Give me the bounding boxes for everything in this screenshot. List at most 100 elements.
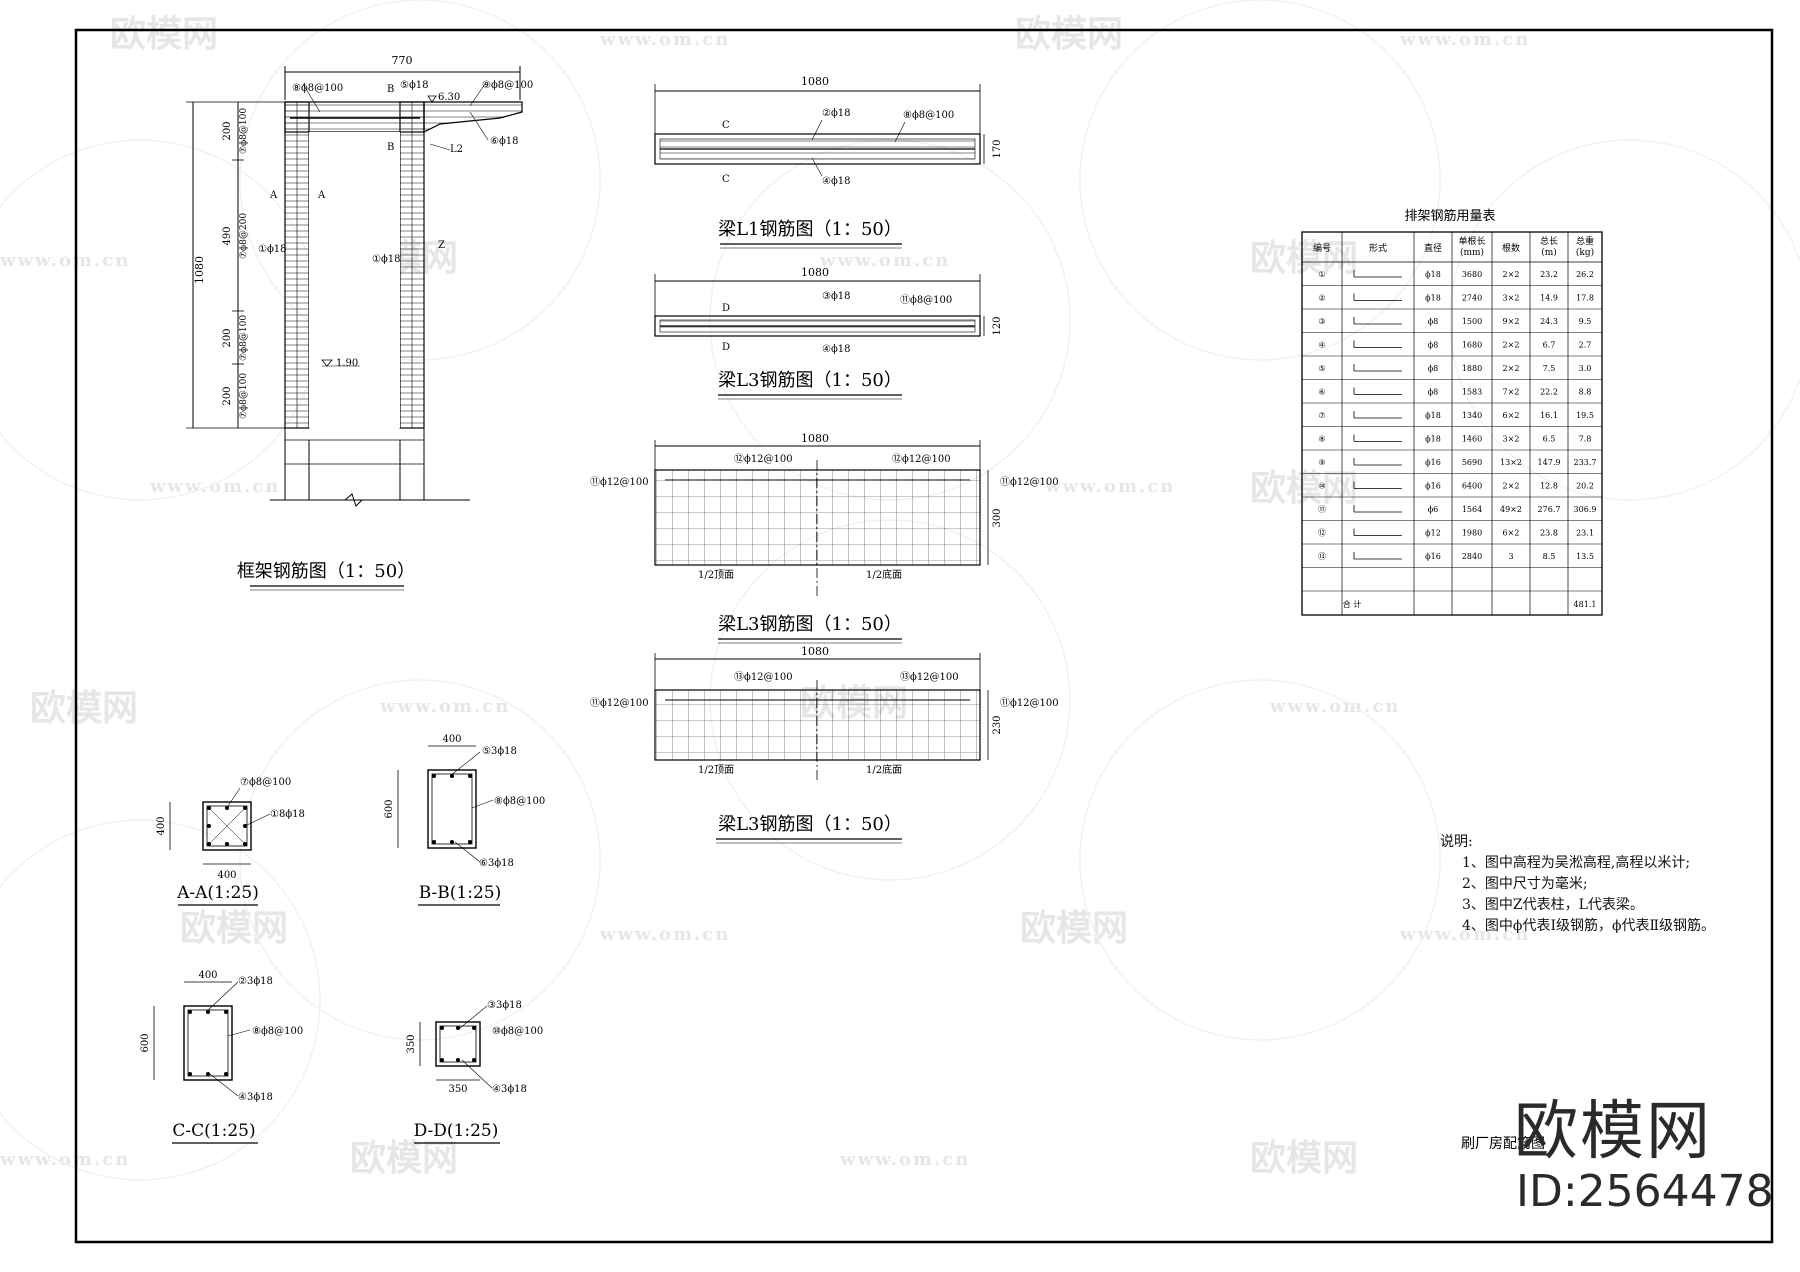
beam-l3b-label: ⑪ϕ12@100 xyxy=(1000,476,1059,488)
table-cell: 17.8 xyxy=(1576,294,1594,303)
section-label: ④3ϕ18 xyxy=(492,1084,527,1095)
table-cell: 5690 xyxy=(1462,458,1482,467)
section-dim: 600 xyxy=(140,1033,151,1052)
table-cell: 1460 xyxy=(1462,435,1482,444)
table-cell: 23.2 xyxy=(1540,270,1558,279)
table-cell: 2840 xyxy=(1462,552,1482,561)
table-cell: 3×2 xyxy=(1503,294,1520,303)
watermark-url: www.om.cn xyxy=(0,250,130,271)
table-cell: ⑪ xyxy=(1318,505,1326,514)
frame-seg-rebar: ⑦ϕ8@100 xyxy=(239,315,249,361)
table-cell: 3×2 xyxy=(1503,435,1520,444)
watermark-url: www.om.cn xyxy=(839,1149,970,1170)
section-c-c: 400 600 ②3ϕ18 ⑧ϕ8@100 ④3ϕ18 C-C(1:25) xyxy=(140,970,303,1144)
table-cell: ⑬ xyxy=(1318,552,1326,561)
section-dim: 350 xyxy=(448,1084,467,1095)
table-cell: 7×2 xyxy=(1503,388,1520,397)
table-cell: 3.0 xyxy=(1579,364,1592,373)
table-cell: 7.8 xyxy=(1579,435,1592,444)
table-cell: 1980 xyxy=(1462,529,1482,538)
beam-l3b-dim: 300 xyxy=(992,508,1003,527)
frame-dim-width: 770 xyxy=(392,54,413,67)
table-cell: ⑩ xyxy=(1318,482,1325,491)
frame-section-mark: B xyxy=(387,142,394,153)
watermark-brand: 欧模网 xyxy=(110,13,218,55)
table-cell: 2×2 xyxy=(1503,482,1520,491)
table-total-value: 481.1 xyxy=(1574,600,1597,609)
table-cell: 49×2 xyxy=(1500,505,1522,514)
beam-l3c-label: 1/2顶面 xyxy=(698,764,734,776)
table-cell: 14.9 xyxy=(1540,294,1558,303)
beam-l3b-dim: 1080 xyxy=(801,432,829,445)
table-cell: ② xyxy=(1318,294,1325,303)
table-cell: ϕ18 xyxy=(1425,435,1441,444)
brand-logo: 欧模网 xyxy=(1514,1095,1712,1169)
watermark-url: www.om.cn xyxy=(0,1149,130,1170)
beam-l3b-label: ⑫ϕ12@100 xyxy=(734,453,793,465)
table-cell: ϕ18 xyxy=(1425,270,1441,279)
section-a-a: 400 400 ⑦ϕ8@100 ①8ϕ18 A-A(1:25) xyxy=(156,777,305,906)
table-cell: ϕ16 xyxy=(1425,482,1441,491)
beam-l3c-label: 1/2底面 xyxy=(866,763,902,776)
frame-label: ⑤ϕ18 xyxy=(400,80,429,91)
table-cell: ϕ18 xyxy=(1425,411,1441,420)
section-a-a-title: A-A(1:25) xyxy=(176,883,259,903)
beam-l3b-title: 梁L3钢筋图（1：50） xyxy=(718,614,902,635)
frame-label: Z xyxy=(438,240,445,251)
table-cell: 12.8 xyxy=(1540,482,1558,491)
frame-elevation: 1.90 xyxy=(336,358,358,369)
beam-l3a-drawing: 1080 120 ③ϕ18 ⑪ϕ8@100 ④ϕ18 D D 梁L3钢筋图（1：… xyxy=(654,266,1003,400)
table-header: (m) xyxy=(1541,247,1557,258)
asset-id-label: ID:2564478 xyxy=(1516,1166,1774,1217)
table-cell: 1880 xyxy=(1462,364,1482,373)
section-dim: 400 xyxy=(198,970,217,981)
beam-l3a-title: 梁L3钢筋图（1：50） xyxy=(718,370,902,391)
table-cell: ⑦ xyxy=(1318,411,1325,420)
beam-l1-drawing: 1080 170 ②ϕ18 ⑧ϕ8@100 ④ϕ18 C C 梁L1钢筋图（1：… xyxy=(654,75,1003,249)
watermark-layer: 欧模网欧模网欧模网欧模网欧模网欧模网欧模网欧模网欧模网欧模网欧模网www.om.… xyxy=(0,0,1800,1181)
frame-seg-dim: 200 xyxy=(222,386,233,405)
table-header: 总长 xyxy=(1540,235,1558,247)
drawing-title: 刷厂房配筋图 xyxy=(1461,1135,1545,1152)
frame-label: L2 xyxy=(450,144,463,155)
table-cell: 8.8 xyxy=(1579,388,1592,397)
table-cell: 1680 xyxy=(1462,341,1482,350)
table-cell: 6.7 xyxy=(1543,341,1556,350)
note-item: 2、图中尺寸为毫米; xyxy=(1462,876,1588,892)
beam-l3a-dim: 1080 xyxy=(801,266,829,279)
watermark-url: www.om.cn xyxy=(1269,696,1400,717)
table-cell: ϕ16 xyxy=(1425,458,1441,467)
section-b-b-title: B-B(1:25) xyxy=(419,883,502,903)
section-label: ③3ϕ18 xyxy=(487,1000,522,1011)
section-label: ⑤3ϕ18 xyxy=(482,746,517,757)
table-cell: 276.7 xyxy=(1538,505,1561,514)
watermark-url: www.om.cn xyxy=(1399,924,1530,945)
section-dim: 400 xyxy=(442,734,461,745)
table-header: 单根长 xyxy=(1458,235,1485,247)
table-cell: ϕ18 xyxy=(1425,294,1441,303)
table-cell: 13×2 xyxy=(1500,458,1522,467)
frame-seg-dim: 200 xyxy=(222,121,233,140)
section-label: ⑧ϕ8@100 xyxy=(252,1026,303,1037)
table-cell: 22.2 xyxy=(1540,388,1558,397)
table-cell: 1340 xyxy=(1462,411,1482,420)
table-cell: 6×2 xyxy=(1503,529,1520,538)
frame-label: ⑥ϕ18 xyxy=(490,136,519,147)
beam-l3c-label: ⑬ϕ12@100 xyxy=(734,671,793,683)
watermark-brand: 欧模网 xyxy=(180,907,288,949)
table-cell: 1583 xyxy=(1462,388,1482,397)
watermark-url: www.om.cn xyxy=(599,29,730,50)
watermark-url: www.om.cn xyxy=(599,924,730,945)
frame-seg-rebar: ⑦ϕ8@100 xyxy=(239,373,249,419)
beam-l3b-label: ⑫ϕ12@100 xyxy=(892,453,951,465)
beam-l3a-label: ⑪ϕ8@100 xyxy=(900,294,952,306)
beam-l1-section-mark: C xyxy=(722,174,730,185)
watermark-brand: 欧模网 xyxy=(1250,1137,1358,1179)
table-cell: 306.9 xyxy=(1574,505,1597,514)
